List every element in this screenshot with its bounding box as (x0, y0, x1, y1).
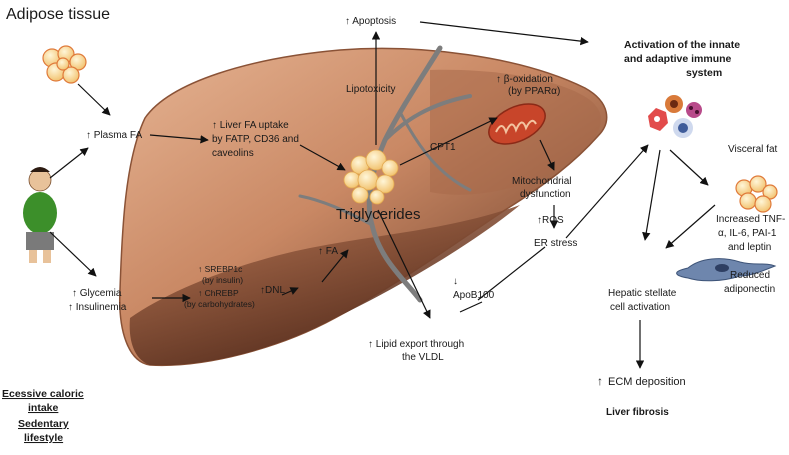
mitochondrion-icon (488, 103, 546, 145)
label-mito-dysfunction: dysfunction (520, 189, 571, 200)
label-lipotoxicity: Lipotoxicity (346, 84, 395, 95)
label-chrebp: ↑ ChREBP (198, 288, 239, 298)
label-ecm-deposition: ECM deposition (608, 376, 686, 388)
liver-illustration (119, 45, 608, 367)
label-plasma-fa: ↑ Plasma FA (86, 130, 142, 141)
label-liver-fibrosis: Liver fibrosis (606, 407, 669, 418)
label-liver-uptake: by FATP, CD36 and (212, 134, 299, 145)
label-cytokines: Increased TNF- (716, 214, 785, 225)
label-cytokines: and leptin (728, 242, 771, 253)
label-adiponectin: Reduced (730, 270, 770, 281)
label-adiponectin: adiponectin (724, 284, 775, 295)
person-icon (23, 167, 57, 263)
label-cpt1: CPT1 (430, 142, 456, 153)
adipocyte-cluster-top (42, 45, 87, 84)
label-immune-activation: system (686, 67, 722, 79)
label-liver-uptake: ↑ Liver FA uptake (212, 120, 289, 131)
label-lifestyle: lifestyle (24, 432, 63, 444)
liver-lower-lobe (129, 205, 520, 366)
label-ecm-arrow: ↑ (597, 374, 603, 388)
label-insulinemia: ↑ Insulinemia (68, 302, 127, 313)
label-apob100: ApoB100 (453, 290, 495, 301)
label-visceral-fat: Visceral fat (728, 144, 778, 155)
immune-cells-icon (648, 95, 702, 138)
hepatic-vessel (383, 94, 472, 142)
stellate-cell-icon (676, 258, 777, 282)
label-stellate-activation: cell activation (610, 302, 670, 313)
hepatic-vessel (398, 110, 472, 192)
label-triglycerides: Triglycerides (336, 206, 420, 223)
diagram-title: Adipose tissue (6, 6, 110, 23)
label-lifestyle: Sedentary (18, 418, 69, 430)
label-srebp1c: (by insulin) (202, 275, 243, 285)
label-apob100: ↓ (453, 276, 458, 287)
adipocyte-cluster-right (735, 175, 778, 213)
labels: Adipose tissue ↑ Plasma FA ↑ Liver FA up… (2, 6, 785, 444)
label-beta-oxidation: ↑ β-oxidation (496, 74, 553, 85)
label-er-stress: ER stress (534, 238, 577, 249)
label-dnl: ↑DNL (260, 285, 285, 296)
hepatic-vessel (298, 194, 374, 227)
label-lifestyle: Ecessive caloric (2, 388, 84, 400)
label-liver-uptake: caveolins (212, 148, 254, 159)
label-chrebp: (by carbohydrates) (184, 299, 255, 309)
label-cytokines: α, IL-6, PAI-1 (718, 228, 777, 239)
label-immune-activation: and adaptive immune (624, 53, 732, 65)
label-stellate-activation: Hepatic stellate (608, 288, 677, 299)
triglyceride-droplets (343, 149, 399, 205)
label-ros: ↑ROS (537, 215, 564, 226)
label-mito-dysfunction: Mitochondrial (512, 176, 571, 187)
arrows (49, 21, 716, 369)
label-beta-oxidation: (by PPARα) (508, 86, 560, 97)
label-fa: ↑ FA (318, 246, 338, 257)
label-lipid-export: the VLDL (402, 352, 444, 363)
label-immune-activation: Activation of the innate (624, 39, 740, 51)
label-srebp1c: ↑ SREBP1c (198, 264, 243, 274)
label-apoptosis: ↑ Apoptosis (345, 16, 396, 27)
label-lifestyle: intake (28, 402, 59, 414)
label-lipid-export: ↑ Lipid export through (368, 339, 464, 350)
label-glycemia: ↑ Glycemia (72, 288, 122, 299)
